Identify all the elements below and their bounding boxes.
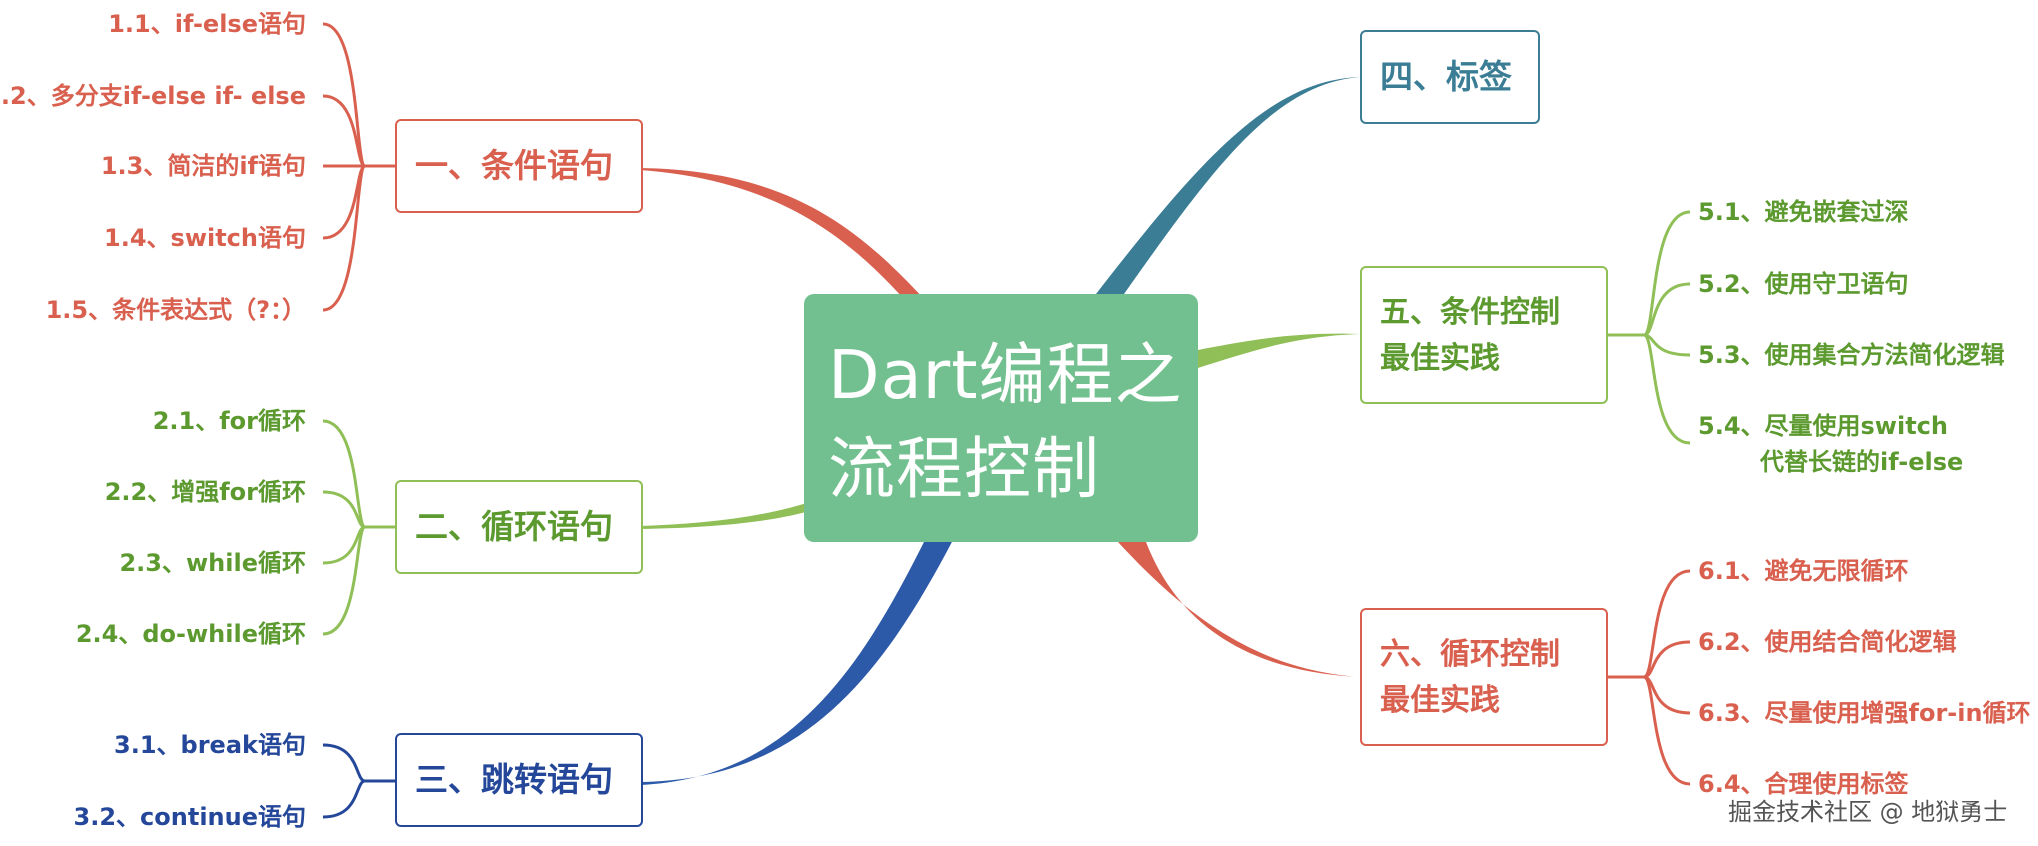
topic-label: 三、跳转语句 [415,760,613,799]
leaf-6-4[interactable]: 6.4、合理使用标签 [1698,770,1909,798]
leaf-1-2[interactable]: 1.2、多分支if-else if- else [0,82,306,110]
branch-2-connector [640,502,810,529]
leaf-1-4[interactable]: 1.4、switch语句 [104,224,306,252]
branch-5-connector [1198,333,1360,368]
branch-6-leaf-connectors [1608,569,1691,786]
leaf-5-2[interactable]: 5.2、使用守卫语句 [1698,270,1909,298]
topic-label-line-1: 六、循环控制 [1380,637,1560,672]
leaf-3-1[interactable]: 3.1、break语句 [114,731,306,759]
watermark: 掘金技术社区 @ 地狱勇士 [1728,798,2008,826]
branch-1-leaf-connectors [322,22,395,312]
branch-2-leaf-connectors [322,419,395,636]
leaf-5-4-line-2: 代替长链的if-else [1760,448,1964,476]
leaf-2-3[interactable]: 2.3、while循环 [119,549,306,577]
topic-jump-statements[interactable]: 三、跳转语句 [395,733,643,827]
topic-condition-best-practices[interactable]: 五、条件控制 最佳实践 [1360,266,1608,404]
leaf-1-1[interactable]: 1.1、if-else语句 [108,10,306,38]
leaf-2-2[interactable]: 2.2、增强for循环 [104,478,306,506]
topic-conditional-statements[interactable]: 一、条件语句 [395,119,643,213]
leaf-2-4[interactable]: 2.4、do-while循环 [75,620,306,648]
branch-1-connector [640,168,925,300]
leaf-6-1[interactable]: 6.1、避免无限循环 [1698,557,1909,585]
branch-3-leaf-connectors [322,743,395,819]
leaf-3-2[interactable]: 3.2、continue语句 [73,803,306,831]
leaf-2-1[interactable]: 2.1、for循环 [152,407,306,435]
leaf-1-3[interactable]: 1.3、简洁的if语句 [100,152,306,180]
leaf-5-3[interactable]: 5.3、使用集合方法简化逻辑 [1698,341,2005,369]
topic-label: 一、条件语句 [415,146,613,185]
leaf-5-4-line-1: 5.4、尽量使用switch [1698,412,1948,440]
topic-label-line-2: 最佳实践 [1380,341,1500,376]
leaf-5-4[interactable]: 5.4、尽量使用switch 代替长链的if-else [1698,408,1963,480]
root-title-line-1: Dart编程之 [828,336,1183,414]
leaf-6-2[interactable]: 6.2、使用结合简化逻辑 [1698,628,1957,656]
branch-4-connector [1096,77,1360,294]
leaf-1-5[interactable]: 1.5、条件表达式（?：） [45,296,306,324]
branch-5-leaf-connectors [1608,210,1691,445]
topic-label-line-1: 五、条件控制 [1380,295,1560,330]
branch-3-connector [640,538,954,785]
topic-label-line-2: 最佳实践 [1380,683,1500,718]
leaf-5-1[interactable]: 5.1、避免嵌套过深 [1698,198,1909,226]
leaf-6-3[interactable]: 6.3、尽量使用增强for-in循环 [1698,699,2031,727]
root-title-line-2: 流程控制 [828,430,1100,508]
topic-loop-best-practices[interactable]: 六、循环控制 最佳实践 [1360,608,1608,746]
topic-label: 二、循环语句 [415,507,613,546]
topic-labels[interactable]: 四、标签 [1360,30,1540,124]
root-topic[interactable]: Dart编程之 流程控制 [804,294,1198,542]
topic-label: 四、标签 [1380,57,1512,96]
topic-loop-statements[interactable]: 二、循环语句 [395,480,643,574]
branch-6-connector [1118,542,1360,677]
